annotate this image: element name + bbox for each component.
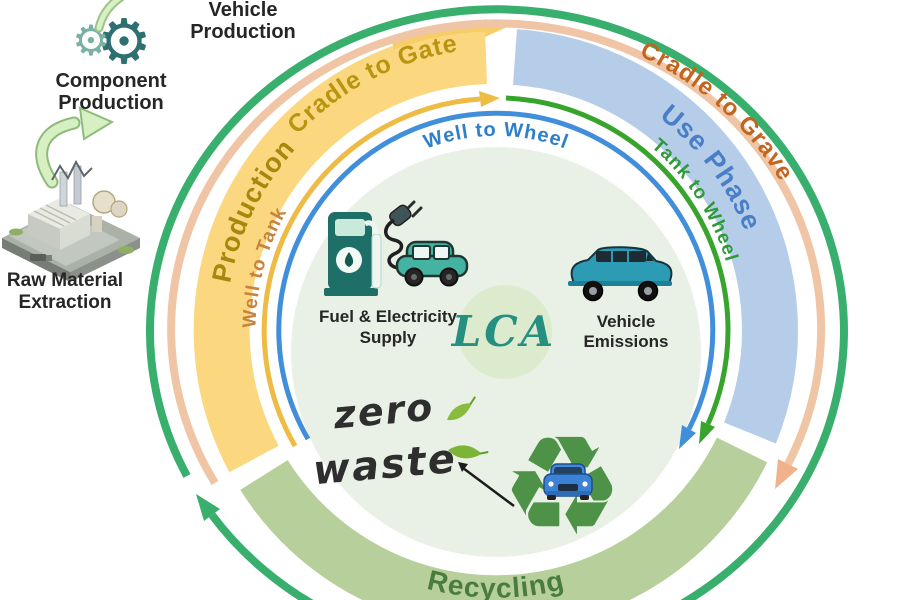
vehicle-production-line2: Production [190,21,296,43]
production-band [193,28,488,473]
raw-material-line1: Raw Material [7,270,123,291]
suv-icon [568,246,673,302]
production-band-arrow [391,24,487,50]
outer-ring [146,5,848,600]
factory-icon [2,159,140,282]
cradle-grave-arc [167,19,826,486]
waste-pointer-arrow [462,466,515,508]
blue-car-icon [543,463,593,500]
tank-to-wheel-arrowhead [699,421,715,444]
vehicle-production-label: Vehicle Production [190,0,296,43]
gas-pump-icon [324,212,382,296]
ev-car-icon [395,240,469,287]
fuel-supply-line2: Supply [360,328,417,347]
plug-icon [384,200,423,270]
component-production-label: Component Production [55,70,166,114]
leaf-icon [447,396,477,421]
cradle-grave-arrowhead [775,459,798,489]
well-to-tank-arrowhead [479,91,500,107]
lca-label: LCA [451,307,557,356]
raw-material-extraction-label: Raw Material Extraction [7,270,123,313]
factory-to-component-arrow-icon [35,106,115,189]
well-to-tank-arc [261,96,481,448]
recycling-band [240,437,768,600]
raw-material-line2: Extraction [19,292,112,313]
lca-disc [458,285,552,379]
zero-label: zero [331,385,436,438]
gears-to-vehicle-arrow-icon [94,0,125,33]
vehicle-emissions-label: Vehicle Emissions [583,312,668,351]
outer-ring-arrowhead [196,494,220,521]
vehicle-production-line1: Vehicle [209,0,278,21]
recycling-label: Recycling [425,564,568,600]
waste-pointer-arrowhead [458,462,468,472]
fuel-electricity-supply-label: Fuel & Electricity Supply [319,307,457,347]
well-to-wheel-arrowhead [679,425,696,449]
use-phase-band [512,29,798,444]
vehicle-emissions-line2: Emissions [583,332,668,351]
fuel-supply-line1: Fuel & Electricity [319,307,457,326]
recycling-label-text: Recycling [425,564,567,600]
vehicle-emissions-line1: Vehicle [597,312,656,331]
component-production-line2: Production [58,92,164,114]
leaf-icon [448,445,489,459]
well-to-wheel-arc [276,110,716,441]
gears-icon: ⚙ ⚙ [72,5,152,78]
component-production-line1: Component [55,70,166,92]
tank-to-wheel-arc [505,95,731,426]
